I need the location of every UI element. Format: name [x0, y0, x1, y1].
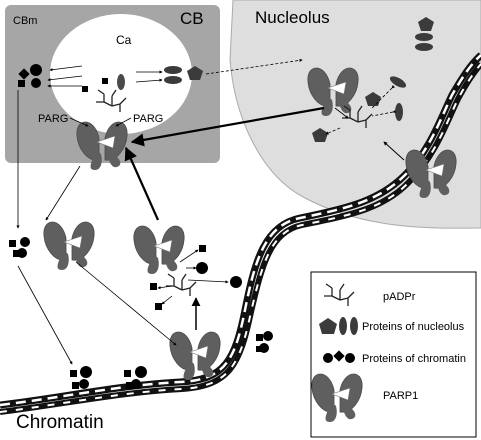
legend: pADPr Proteins of nucleolus Proteins of … — [310, 271, 477, 438]
chromatin-proteins-left — [9, 237, 30, 258]
parp1-nucleoplasm — [43, 221, 95, 271]
legend-label-parp1: PARP1 — [383, 390, 418, 402]
parg-label-left: PARG — [38, 113, 68, 125]
parp1-chromatin — [169, 331, 221, 381]
parp1-middle — [133, 225, 185, 275]
parg-label-right: PARG — [133, 113, 163, 125]
nucleolus-proteins-symbol — [319, 317, 358, 335]
padpr-middle — [165, 273, 197, 297]
legend-label-padpr: pADPr — [383, 291, 416, 303]
chromatin-proteins-bottom-1 — [70, 366, 92, 389]
legend-label-chromatin: Proteins of chromatin — [362, 353, 466, 365]
nucleolus-proteins-top — [415, 17, 434, 51]
chromatin-proteins-bottom-2 — [124, 366, 147, 389]
cbm-label: CBm — [13, 15, 37, 27]
nucleolus-label: Nucleolus — [255, 8, 330, 27]
chromatin-proteins-fiber — [256, 331, 273, 353]
legend-label-nucleolus: Proteins of nucleolus — [362, 321, 465, 333]
nucleolus-proteins-cb — [164, 66, 203, 84]
chromatin-label: Chromatin — [16, 412, 104, 433]
cb-label: CB — [180, 9, 204, 28]
chromatin-proteins-cbm — [18, 64, 42, 88]
ca-label: Ca — [116, 33, 132, 47]
chromatin-proteins-symbol — [323, 350, 355, 363]
chromatin-fiber — [0, 52, 481, 415]
